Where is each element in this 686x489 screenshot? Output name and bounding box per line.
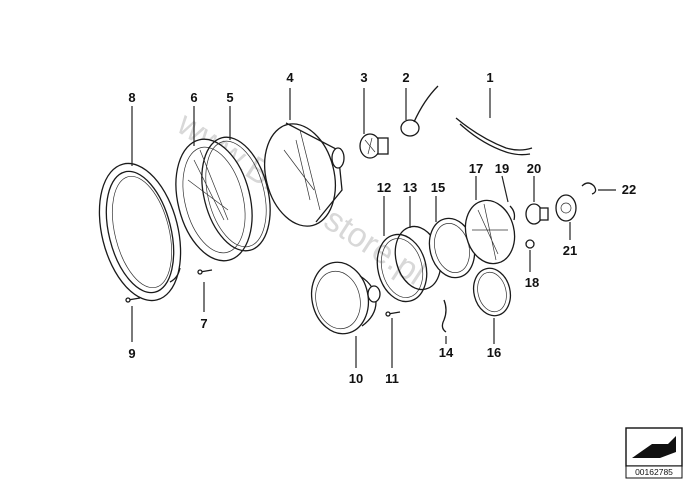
callout-10: 10 (349, 371, 363, 386)
part-11-screw (385, 311, 401, 317)
callout-15: 15 (431, 180, 445, 195)
part-5-ring (201, 136, 271, 252)
callout-19: 19 (495, 161, 509, 176)
callout-22: 22 (622, 182, 636, 197)
callout-13: 13 (403, 180, 417, 195)
part-9-screw (125, 297, 141, 303)
part-16-retaining-ring (472, 267, 512, 317)
callout-2: 2 (402, 70, 409, 85)
part-3-bulb (359, 133, 389, 159)
callout-17: 17 (469, 161, 483, 176)
part-1-cable (455, 117, 533, 156)
part-2-socket (400, 85, 439, 137)
arrow-icon (632, 436, 676, 458)
callout-11: 11 (385, 371, 399, 386)
callout-5: 5 (226, 90, 233, 105)
callout-12: 12 (377, 180, 391, 195)
callout-8: 8 (128, 90, 135, 105)
leader-lines (131, 88, 616, 368)
part-6-lens (175, 138, 253, 262)
callout-21: 21 (563, 243, 577, 258)
part-4-reflector (264, 122, 345, 227)
document-number: 00162785 (635, 467, 673, 477)
callout-16: 16 (487, 345, 501, 360)
doc-logo-box: 00162785 (625, 427, 683, 479)
part-12-ring (376, 233, 428, 303)
callout-18: 18 (525, 275, 539, 290)
part-14-wire-spring (441, 299, 447, 333)
part-18-nut (525, 239, 535, 249)
callout-9: 9 (128, 346, 135, 361)
part-17-housing (464, 199, 516, 265)
part-8-rim (98, 162, 182, 302)
part-20-small-bulb (525, 203, 549, 225)
callout-20: 20 (527, 161, 541, 176)
part-21-bulb-holder (555, 194, 577, 222)
part-19-clip (509, 205, 516, 221)
part-10-small-lamp (310, 261, 381, 335)
callout-4: 4 (286, 70, 294, 85)
callout-14: 14 (439, 345, 454, 360)
part-7-screw (197, 269, 213, 275)
callout-6: 6 (190, 90, 197, 105)
callout-1: 1 (486, 70, 493, 85)
part-22-spring-clip (581, 182, 597, 195)
callout-labels: 1 2 3 4 5 6 7 8 9 10 11 12 13 14 15 16 1… (128, 70, 636, 386)
callout-3: 3 (360, 70, 367, 85)
callout-7: 7 (200, 316, 207, 331)
